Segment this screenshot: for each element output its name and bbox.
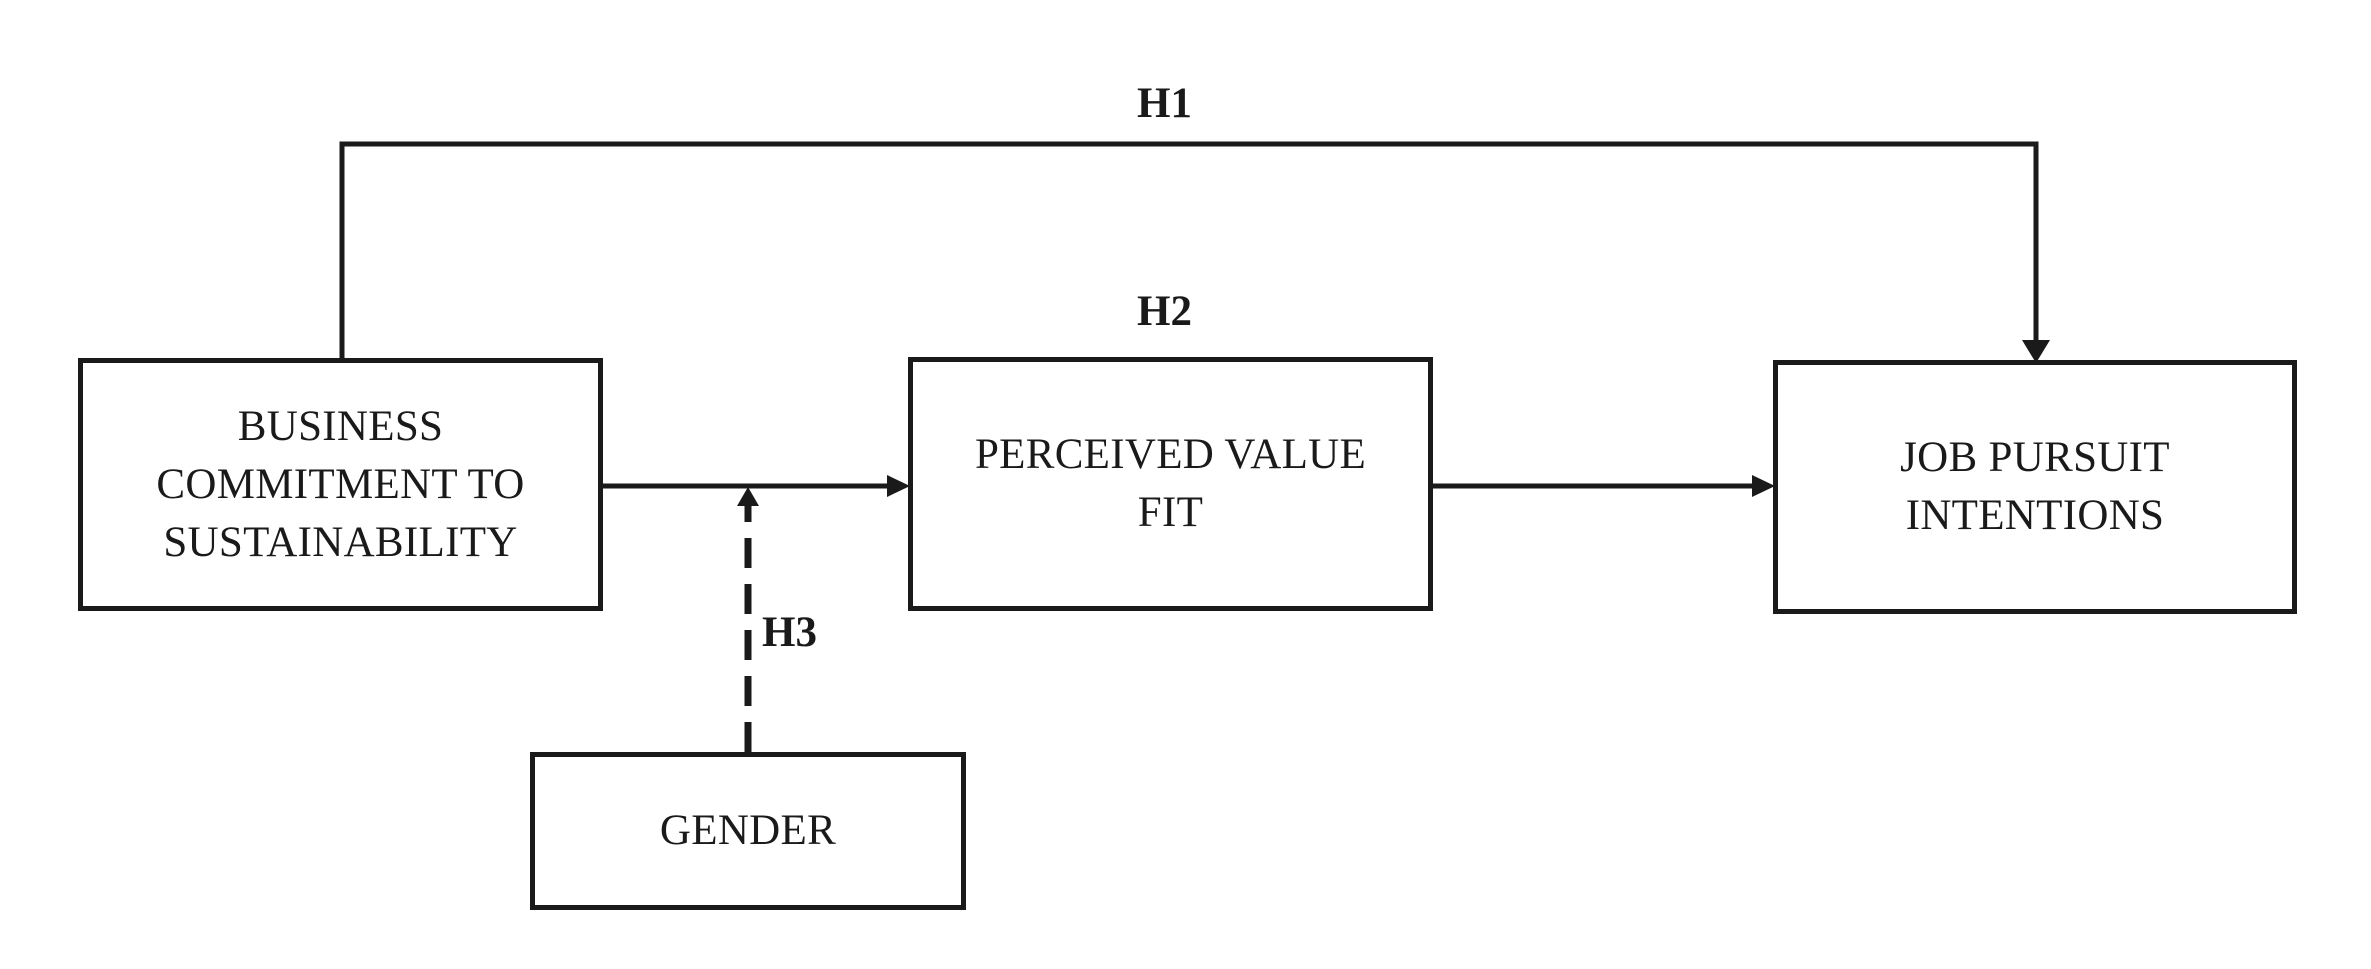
mediation-arrowhead-1 — [887, 475, 910, 497]
h1-arrowhead — [2022, 340, 2050, 363]
business-commitment-box: BUSINESS COMMITMENT TO SUSTAINABILITY — [78, 358, 603, 611]
gender-label: GENDER — [659, 807, 837, 854]
mediation-arrowhead-2 — [1752, 475, 1775, 497]
business-commitment-label: BUSINESS COMMITMENT TO SUSTAINABILITY — [156, 402, 525, 566]
gender-box: GENDER — [530, 752, 966, 910]
perceived-value-fit-label: PERCEIVED VALUE FIT — [974, 431, 1367, 536]
h1-label: H1 — [1137, 80, 1192, 127]
h3-arrowhead — [737, 487, 759, 506]
h1-arrow — [339, 141, 2039, 360]
h3-label: H3 — [762, 609, 817, 656]
perceived-value-fit-box: PERCEIVED VALUE FIT — [908, 357, 1433, 611]
job-pursuit-intentions-label: JOB PURSUIT INTENTIONS — [1900, 434, 2170, 539]
h2-label: H2 — [1137, 288, 1192, 335]
job-pursuit-intentions-box: JOB PURSUIT INTENTIONS — [1773, 360, 2297, 614]
